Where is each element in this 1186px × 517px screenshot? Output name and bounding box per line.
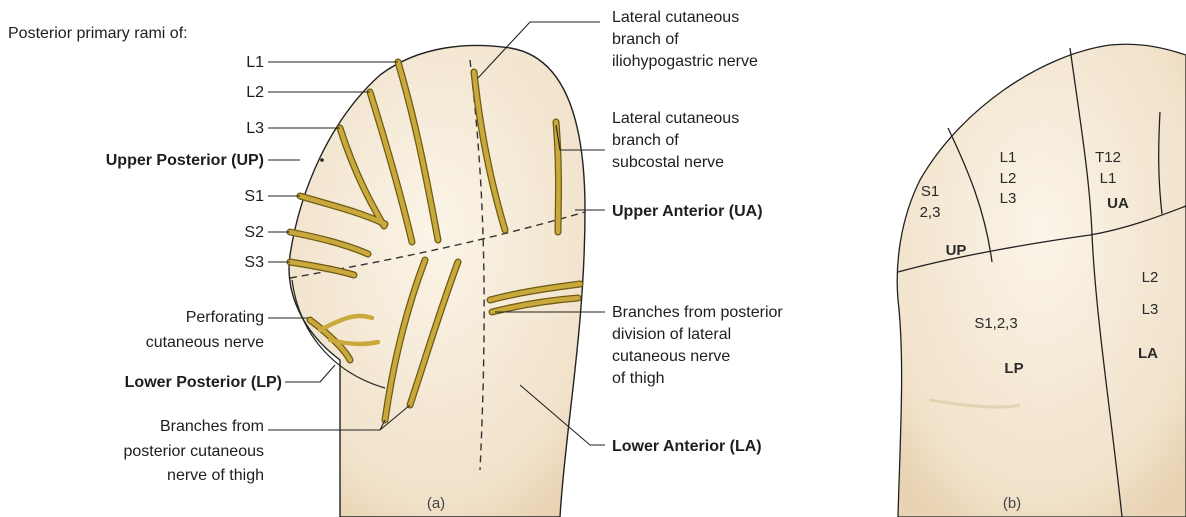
label-lower-anterior: Lower Anterior (LA) — [612, 438, 762, 455]
label-branches-lat-2: division of lateral — [612, 326, 731, 343]
left-labels-a: Posterior primary rami of: L1 L2 L3 Uppe… — [8, 25, 282, 484]
zone-la-root-1: L2 — [1142, 269, 1159, 286]
label-subcostal-3: subcostal nerve — [612, 154, 724, 171]
label-perforating-1: Perforating — [186, 309, 264, 326]
zone-mid-root-1: L1 — [1000, 149, 1017, 166]
label-s1: S1 — [244, 188, 264, 205]
caption-b: (b) — [1003, 495, 1021, 512]
zone-mid-root-3: L3 — [1000, 190, 1017, 207]
panel-a: Posterior primary rami of: L1 L2 L3 Uppe… — [8, 9, 783, 517]
zone-ua-root-1: T12 — [1095, 149, 1121, 166]
label-l2: L2 — [246, 84, 264, 101]
label-branches-lat-4: of thigh — [612, 370, 664, 387]
label-branches-post-2: posterior cutaneous — [123, 443, 264, 460]
label-iliohypo-3: iliohypogastric nerve — [612, 53, 758, 70]
label-perforating-2: cutaneous nerve — [146, 334, 264, 351]
zone-la-root-2: L3 — [1142, 301, 1159, 318]
label-upper-anterior: Upper Anterior (UA) — [612, 203, 763, 220]
zone-up-root-2: 2,3 — [920, 204, 941, 221]
label-iliohypo-1: Lateral cutaneous — [612, 9, 739, 26]
posterior-rami-header: Posterior primary rami of: — [8, 25, 188, 42]
zone-ua-root-2: L1 — [1100, 170, 1117, 187]
label-s2: S2 — [244, 224, 264, 241]
label-branches-post-1: Branches from — [160, 418, 264, 435]
zone-mid-root-2: L2 — [1000, 170, 1017, 187]
label-s3: S3 — [244, 254, 264, 271]
caption-a: (a) — [427, 495, 445, 512]
label-l1: L1 — [246, 54, 264, 71]
label-branches-lat-3: cutaneous nerve — [612, 348, 730, 365]
right-labels-a: Lateral cutaneous branch of iliohypogast… — [612, 9, 783, 455]
zone-la-name: LA — [1138, 345, 1158, 362]
label-lower-posterior: Lower Posterior (LP) — [125, 374, 282, 391]
buttock-outline-a — [289, 45, 585, 517]
zone-lp-name: LP — [1004, 360, 1023, 377]
zone-up-name: UP — [946, 242, 967, 259]
zone-ua-name: UA — [1107, 195, 1129, 212]
label-subcostal-1: Lateral cutaneous — [612, 110, 739, 127]
label-iliohypo-2: branch of — [612, 31, 679, 48]
panel-b: S1 2,3 UP L1 L2 L3 T12 L1 UA S1,2,3 LP L… — [897, 44, 1186, 517]
label-upper-posterior: Upper Posterior (UP) — [106, 152, 264, 169]
zone-lp-roots: S1,2,3 — [974, 315, 1017, 332]
label-branches-post-3: nerve of thigh — [167, 467, 264, 484]
label-l3: L3 — [246, 120, 264, 137]
zone-up-root-1: S1 — [921, 183, 939, 200]
label-branches-lat-1: Branches from posterior — [612, 304, 783, 321]
label-subcostal-2: branch of — [612, 132, 679, 149]
